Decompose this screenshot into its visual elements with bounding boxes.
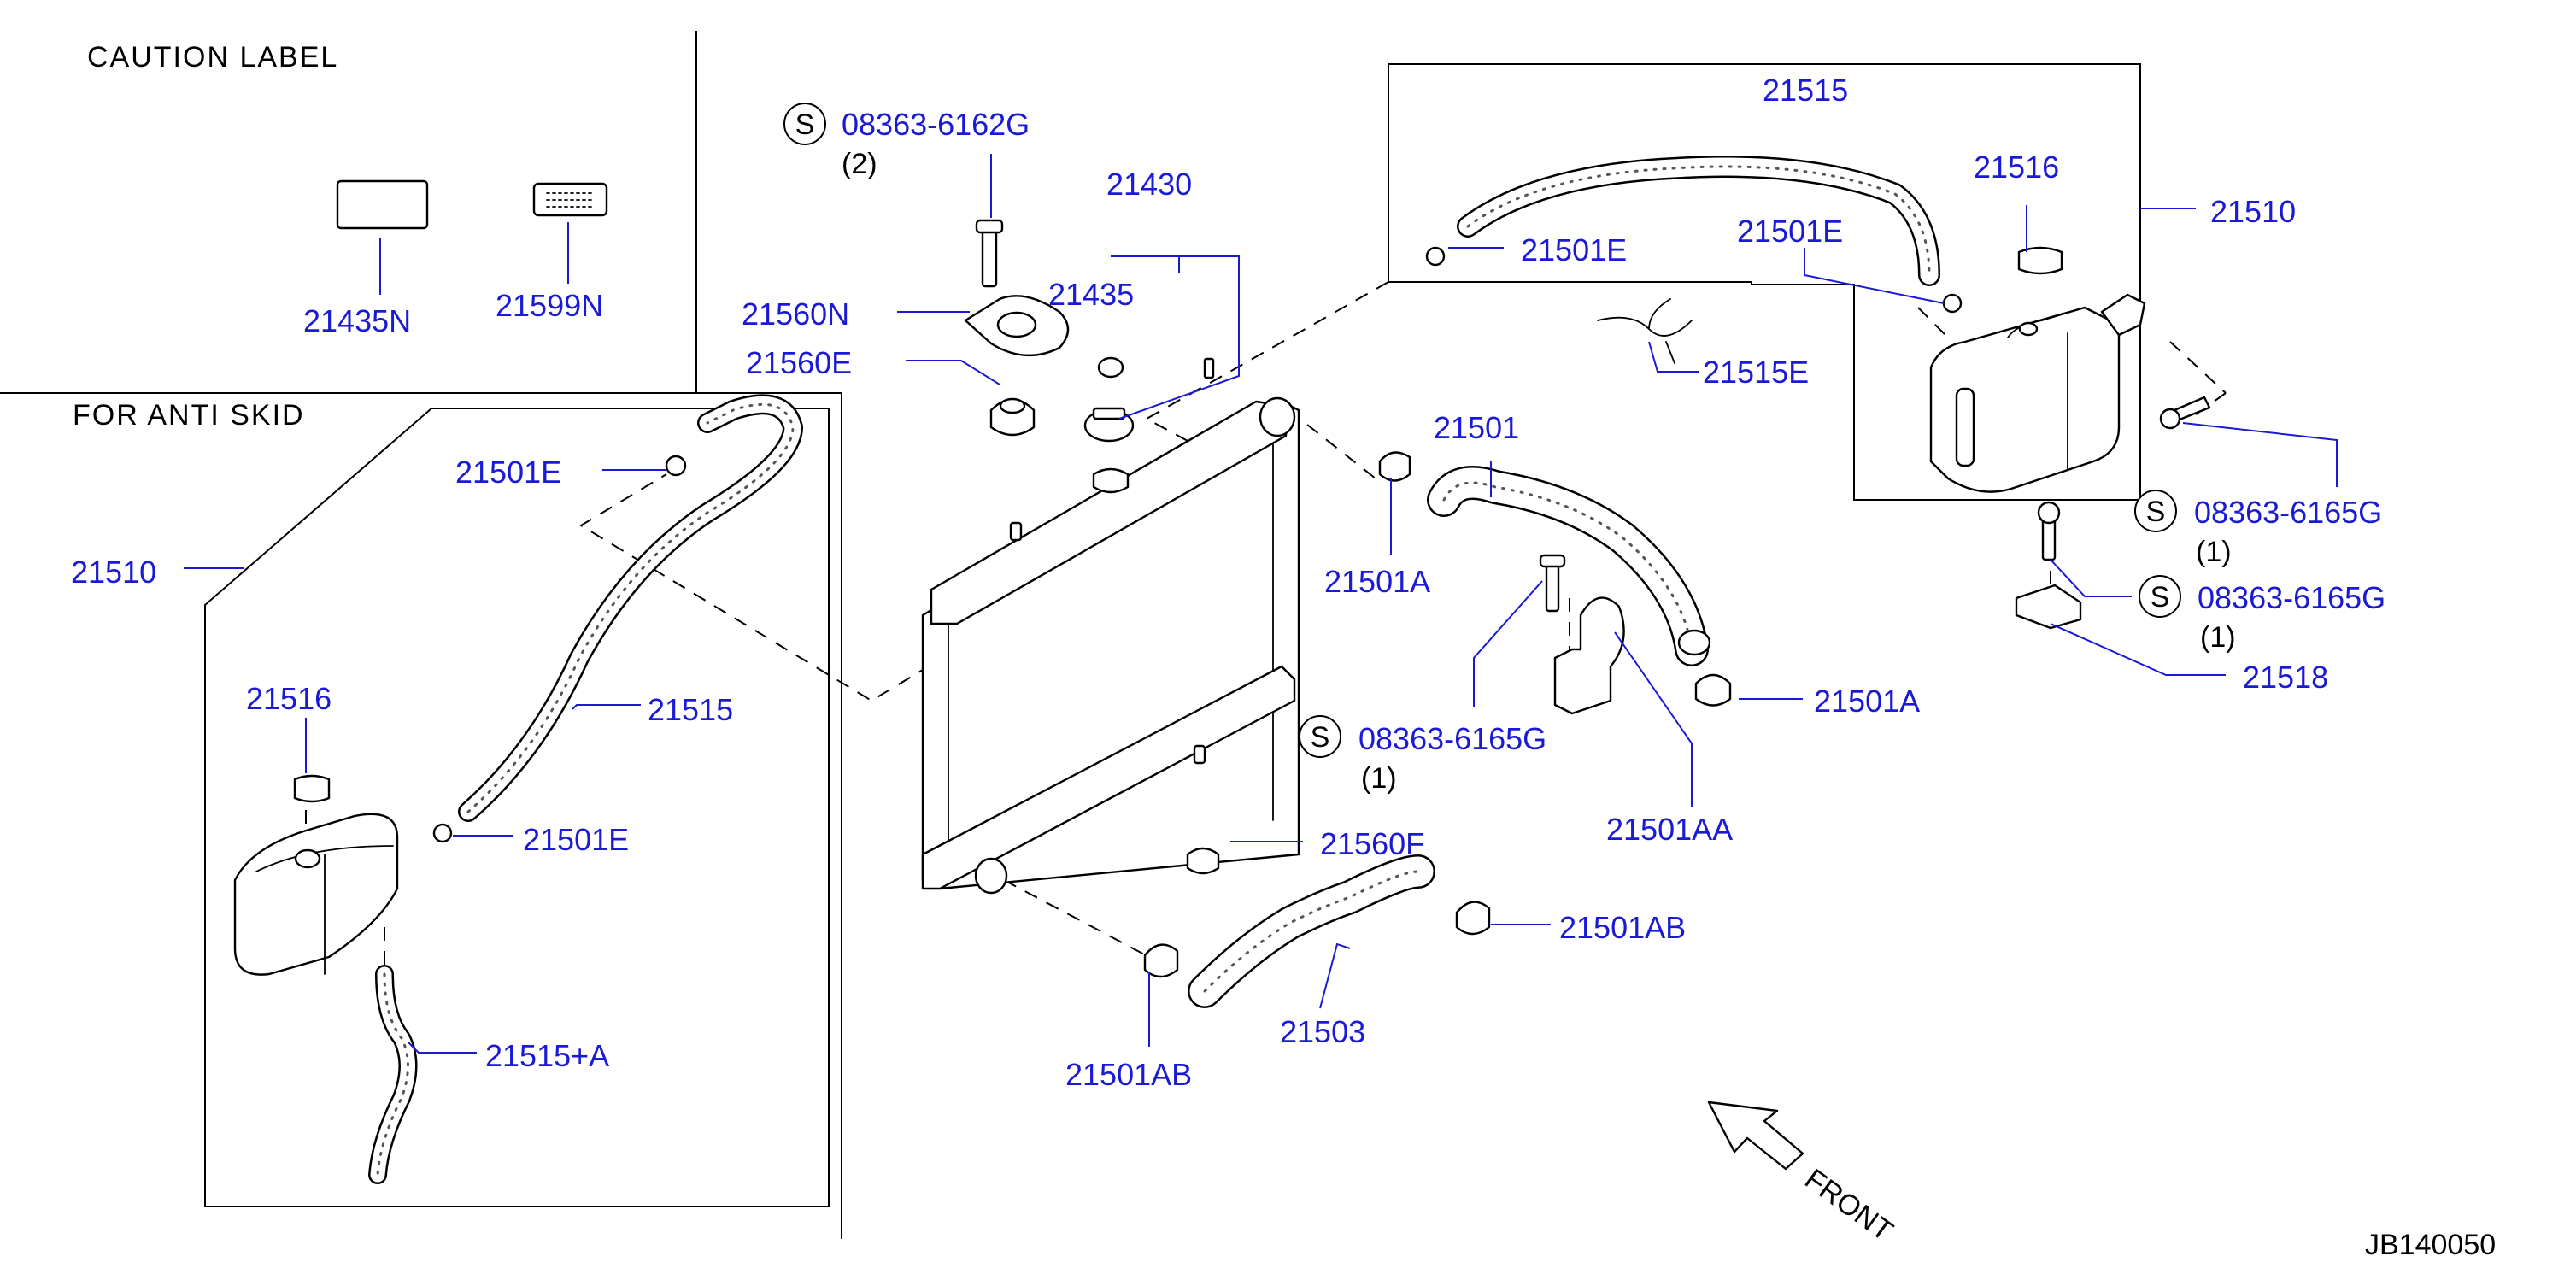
callout-21501e-left-mid: 21501E bbox=[523, 822, 629, 857]
reservoir-cap-right bbox=[2017, 246, 2063, 275]
callout-21501e-left-top: 21501E bbox=[455, 455, 561, 490]
reservoir-tank-left bbox=[233, 813, 399, 976]
caution-label-21435n bbox=[336, 179, 429, 230]
quantity-1b: (1) bbox=[2196, 536, 2232, 568]
front-arrow-icon bbox=[1707, 1101, 1804, 1171]
callout-21501ab-2: 21501AB bbox=[1559, 910, 1686, 945]
front-label: FRONT bbox=[1799, 1163, 1898, 1248]
mount-bracket-21560n bbox=[964, 219, 1070, 356]
quantity-1c: (1) bbox=[2200, 621, 2236, 654]
radiator-cap bbox=[1083, 407, 1135, 443]
rubber-mount-21560e bbox=[989, 397, 1036, 437]
callout-21501a-1: 21501A bbox=[1324, 564, 1430, 599]
callout-21501a-2: 21501A bbox=[1814, 684, 1920, 719]
callout-21515-right: 21515 bbox=[1763, 73, 1848, 108]
part-callouts: 21435N 21599N 21501E 21510 21516 21515 2… bbox=[71, 73, 2385, 1092]
diagram-id: JB140050 bbox=[2365, 1229, 2496, 1261]
overflow-hose-21515-right bbox=[1457, 156, 1940, 286]
reservoir-cap-left bbox=[293, 774, 331, 803]
bolt-symbol-s: S bbox=[1311, 721, 1330, 754]
bolt-symbol-s: S bbox=[2146, 496, 2166, 528]
bolt-symbol-s: S bbox=[2151, 581, 2170, 613]
caution-label-header: CAUTION LABEL bbox=[87, 41, 338, 73]
anti-skid-header: FOR ANTI SKID bbox=[73, 399, 305, 431]
callout-21516-left: 21516 bbox=[246, 681, 332, 716]
callout-21515e: 21515E bbox=[1703, 355, 1809, 390]
cap-seal-ring bbox=[1097, 356, 1124, 379]
quantity-1a: (1) bbox=[1361, 762, 1397, 795]
callout-21503: 21503 bbox=[1280, 1014, 1365, 1049]
callout-21518: 21518 bbox=[2243, 660, 2328, 695]
bolt-symbols: S S S S bbox=[783, 103, 2181, 758]
callout-21501e-right-2: 21501E bbox=[1737, 214, 1843, 249]
callout-21560f: 21560F bbox=[1320, 826, 1424, 861]
callout-21560n: 21560N bbox=[742, 296, 849, 332]
callout-21435n: 21435N bbox=[303, 303, 411, 338]
callout-21516-right: 21516 bbox=[1974, 150, 2059, 185]
callout-21501e-right-1: 21501E bbox=[1521, 232, 1627, 267]
callout-21430: 21430 bbox=[1106, 167, 1192, 202]
callout-21501: 21501 bbox=[1434, 410, 1519, 445]
lower-hose-21503 bbox=[1188, 854, 1435, 1008]
caution-label-21599n bbox=[532, 182, 608, 217]
callout-21510-left: 21510 bbox=[71, 555, 156, 590]
callout-21435: 21435 bbox=[1048, 277, 1134, 312]
quantity-2: (2) bbox=[842, 148, 877, 180]
callout-21515-left: 21515 bbox=[648, 692, 733, 727]
hose-bracket-21501aa bbox=[1539, 554, 1625, 715]
right-bolts bbox=[2037, 396, 2211, 561]
reservoir-bracket-21518 bbox=[2015, 584, 2082, 630]
callout-21510-right: 21510 bbox=[2210, 194, 2296, 229]
bolt-symbol-s: S bbox=[795, 109, 815, 141]
callout-21599n: 21599N bbox=[496, 288, 603, 323]
callout-21560e: 21560E bbox=[746, 345, 852, 380]
callout-21515-plus-a: 21515+A bbox=[485, 1038, 609, 1073]
overflow-hose-21515-left bbox=[458, 394, 803, 822]
callout-08363-6165g-3: 08363-6165G bbox=[2198, 580, 2385, 615]
callout-08363-6165g-1: 08363-6165G bbox=[1358, 721, 1546, 756]
callout-08363-6162g: 08363-6162G bbox=[842, 107, 1030, 142]
leader-lines bbox=[184, 154, 2338, 1054]
upper-hose-21501 bbox=[1427, 466, 1711, 666]
wire-harness-21515e bbox=[1597, 298, 1693, 364]
reservoir-tank-right bbox=[1929, 293, 2146, 493]
hose-clamps bbox=[432, 246, 1963, 978]
drain-hose-21515a bbox=[368, 965, 418, 1184]
callout-21501aa: 21501AA bbox=[1606, 812, 1733, 847]
callout-08363-6165g-2: 08363-6165G bbox=[2194, 495, 2382, 530]
callout-21501ab-1: 21501AB bbox=[1065, 1057, 1192, 1092]
rubber-mount-21560f bbox=[1186, 847, 1220, 875]
radiator bbox=[921, 357, 1300, 895]
